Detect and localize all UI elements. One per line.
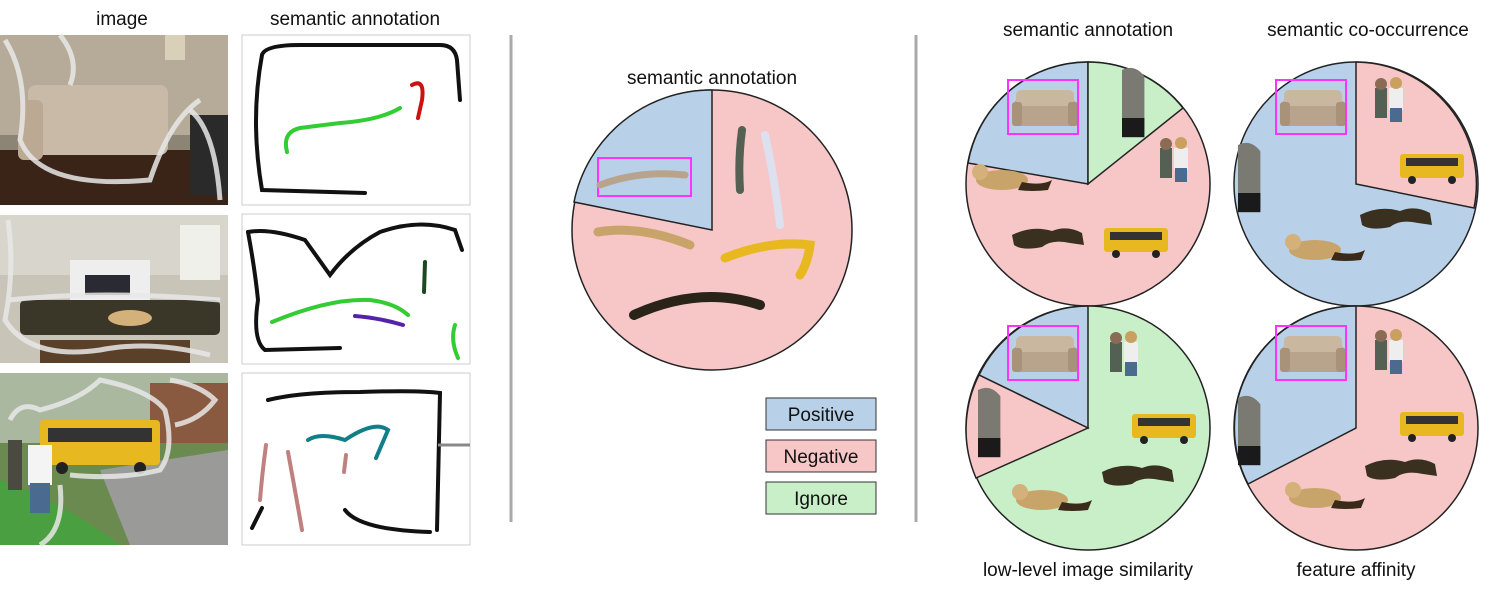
title-feature-affinity: feature affinity bbox=[1296, 560, 1416, 581]
pie-low-level-similarity bbox=[965, 305, 1211, 551]
title-low-level-similarity: low-level image similarity bbox=[983, 560, 1194, 581]
photo-dog-room bbox=[0, 215, 228, 363]
pie-semantic-annotation bbox=[965, 61, 1211, 307]
header-image: image bbox=[96, 9, 148, 30]
pie-semantic-co-occurrence bbox=[1233, 61, 1479, 307]
annotation-panel-1 bbox=[241, 34, 471, 206]
legend-positive-swatch bbox=[765, 397, 877, 431]
title-semantic-annotation: semantic annotation bbox=[1003, 20, 1173, 41]
photo-bus-scene bbox=[0, 373, 228, 548]
legend-negative: Negative bbox=[784, 447, 859, 468]
annotation-panel-3 bbox=[241, 372, 471, 546]
header-semantic-annotation: semantic annotation bbox=[270, 9, 440, 30]
legend-ignore-swatch bbox=[765, 481, 877, 515]
legend-negative-swatch bbox=[765, 439, 877, 473]
highlight-box bbox=[597, 157, 692, 197]
legend-ignore: Ignore bbox=[794, 489, 848, 510]
legend-positive: Positive bbox=[788, 405, 855, 426]
legend: Positive Negative Ignore bbox=[765, 397, 877, 515]
photo-sofa-room bbox=[0, 33, 228, 205]
middle-title: semantic annotation bbox=[627, 68, 797, 89]
title-semantic-co-occurrence: semantic co-occurrence bbox=[1267, 20, 1469, 41]
annotation-panel-2 bbox=[241, 213, 471, 365]
middle-pie bbox=[571, 89, 853, 371]
pie-feature-affinity bbox=[1233, 305, 1479, 551]
